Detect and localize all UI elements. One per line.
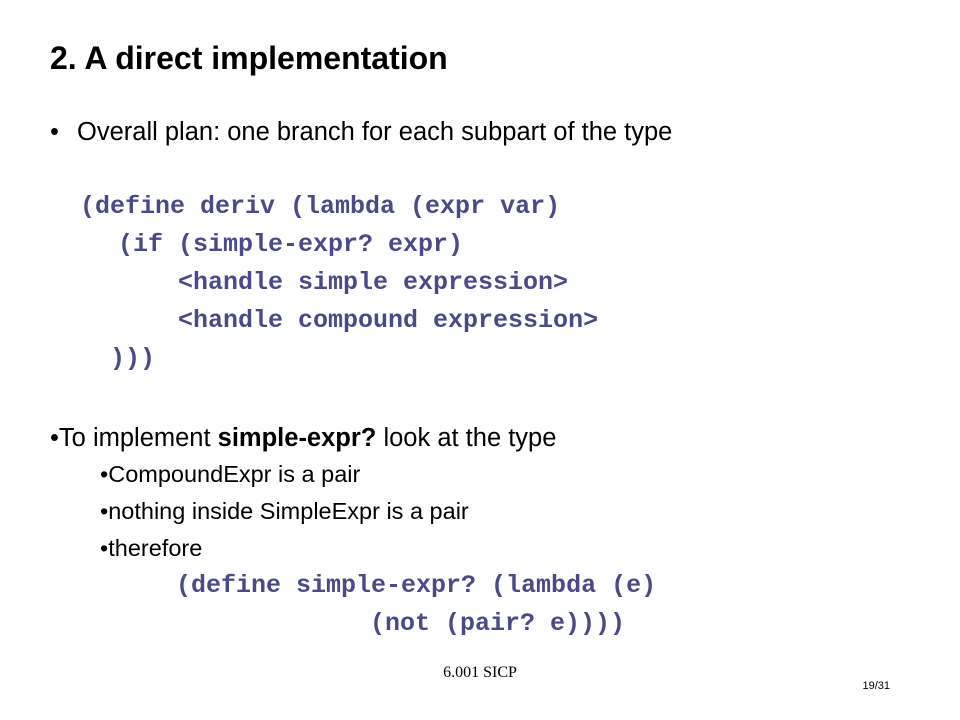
bullet-marker: • <box>50 118 59 146</box>
sub-bullet: •nothing inside SimpleExpr is a pair <box>100 498 469 524</box>
slide-title: 2. A direct implementation <box>50 40 448 76</box>
sub-bullet: •therefore <box>100 535 203 561</box>
code-line: ))) <box>110 344 156 373</box>
bullet-prefix: •To implement <box>50 424 218 452</box>
footer-course: 6.001 SICP <box>443 664 517 681</box>
slide-number: 19/31 <box>862 680 890 692</box>
code-line: (not (pair? e)))) <box>370 609 626 638</box>
bullet-suffix: look at the type <box>376 424 557 452</box>
bullet-overall-plan: Overall plan: one branch for each subpar… <box>77 118 673 146</box>
bullet-implement-simple-expr: •To implement simple-expr? look at the t… <box>50 424 556 453</box>
code-line: (define deriv (lambda (expr var) <box>80 192 561 221</box>
code-line: <handle compound expression> <box>178 306 599 335</box>
code-line: (if (simple-expr? expr) <box>118 230 464 259</box>
code-line: <handle simple expression> <box>178 268 569 297</box>
bullet-bold-term: simple-expr? <box>217 424 377 452</box>
code-line: (define simple-expr? (lambda (e) <box>176 571 657 600</box>
sub-bullet: •CompoundExpr is a pair <box>100 461 361 487</box>
